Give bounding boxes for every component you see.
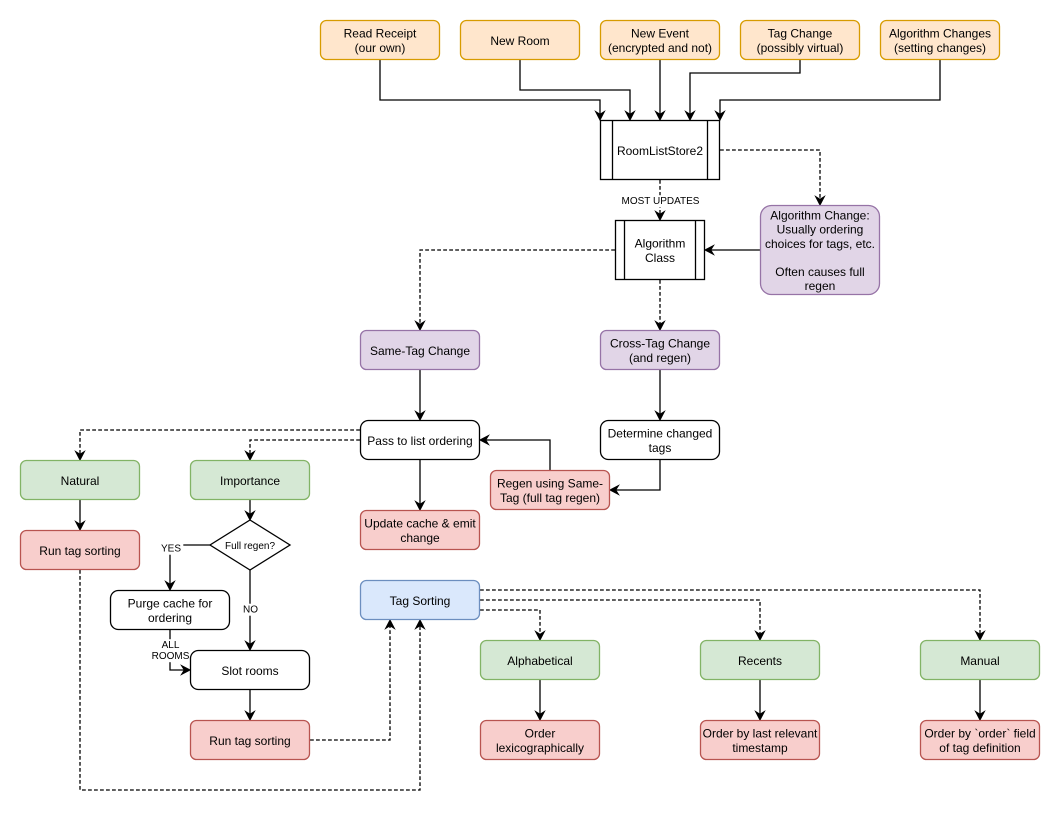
svg-text:Purge cache for: Purge cache for (128, 597, 213, 611)
svg-text:Manual: Manual (960, 654, 999, 668)
svg-text:New Event: New Event (631, 27, 690, 41)
svg-text:Importance: Importance (220, 474, 280, 488)
svg-text:(encrypted and not): (encrypted and not) (608, 41, 712, 55)
svg-text:Update cache & emit: Update cache & emit (364, 517, 476, 531)
svg-text:(setting changes): (setting changes) (894, 41, 986, 55)
svg-text:Algorithm: Algorithm (635, 237, 686, 251)
svg-text:Run tag sorting: Run tag sorting (39, 544, 120, 558)
svg-text:Algorithm Changes: Algorithm Changes (889, 27, 991, 41)
svg-text:ALL: ALL (162, 640, 180, 651)
svg-text:(our own): (our own) (355, 41, 406, 55)
svg-text:Cross-Tag Change: Cross-Tag Change (610, 337, 710, 351)
svg-text:(possibly virtual): (possibly virtual) (757, 41, 844, 55)
svg-text:Tag (full tag regen): Tag (full tag regen) (500, 491, 600, 505)
svg-text:Read Receipt: Read Receipt (344, 27, 417, 41)
svg-text:Usually ordering: Usually ordering (777, 223, 864, 237)
svg-text:tags: tags (649, 441, 672, 455)
svg-text:of tag definition: of tag definition (939, 741, 1020, 755)
svg-text:Tag Sorting: Tag Sorting (390, 594, 451, 608)
svg-text:YES: YES (161, 544, 181, 555)
svg-text:Algorithm Change:: Algorithm Change: (770, 209, 869, 223)
svg-text:Regen using Same-: Regen using Same- (497, 477, 603, 491)
svg-text:RoomListStore2: RoomListStore2 (617, 144, 703, 158)
svg-text:Full regen?: Full regen? (225, 541, 275, 552)
svg-text:Determine changed: Determine changed (608, 427, 713, 441)
svg-text:Order by last relevant: Order by last relevant (703, 727, 818, 741)
svg-text:NO: NO (243, 605, 258, 616)
svg-text:(and regen): (and regen) (629, 351, 691, 365)
svg-text:Pass to list ordering: Pass to list ordering (367, 434, 472, 448)
svg-text:Slot rooms: Slot rooms (221, 664, 278, 678)
svg-text:timestamp: timestamp (732, 741, 788, 755)
svg-text:ROOMS: ROOMS (152, 651, 190, 662)
svg-text:Run tag sorting: Run tag sorting (209, 734, 290, 748)
svg-text:Often causes full: Often causes full (775, 265, 864, 279)
svg-text:choices for tags, etc.: choices for tags, etc. (765, 237, 875, 251)
svg-text:Recents: Recents (738, 654, 782, 668)
svg-text:change: change (400, 531, 440, 545)
svg-text:Order by `order` field: Order by `order` field (924, 727, 1035, 741)
svg-text:Natural: Natural (61, 474, 100, 488)
svg-text:Class: Class (645, 251, 675, 265)
svg-text:MOST UPDATES: MOST UPDATES (622, 196, 700, 207)
svg-text:lexicographically: lexicographically (496, 741, 584, 755)
svg-text:New Room: New Room (490, 34, 549, 48)
svg-text:Tag Change: Tag Change (768, 27, 833, 41)
svg-text:Same-Tag Change: Same-Tag Change (370, 344, 470, 358)
svg-text:regen: regen (805, 279, 836, 293)
svg-text:ordering: ordering (148, 611, 192, 625)
svg-text:Order: Order (525, 727, 556, 741)
svg-text:Alphabetical: Alphabetical (507, 654, 572, 668)
